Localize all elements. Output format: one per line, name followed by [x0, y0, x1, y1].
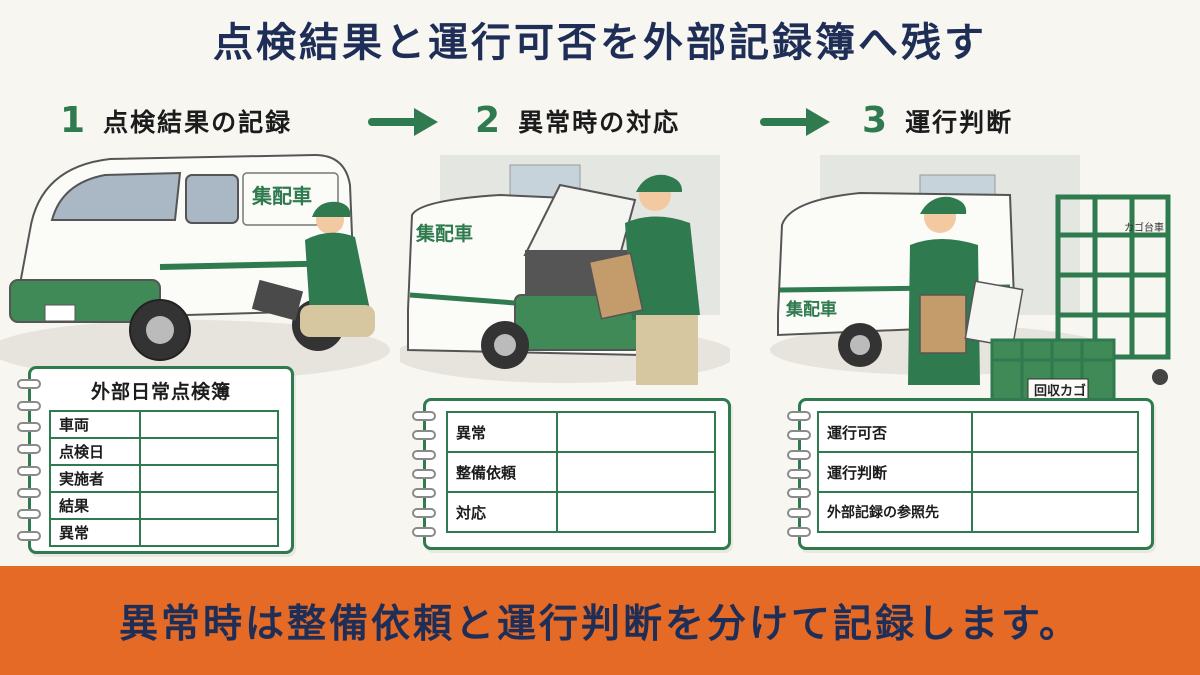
basket-label: 回収カゴ [1034, 383, 1086, 399]
step-1-header: 1 点検結果の記録 [60, 100, 292, 141]
page-title: 点検結果と運行可否を外部記録簿へ残す [213, 20, 987, 66]
scene-repair-illustration: 集配車 [400, 155, 730, 385]
row-label: 点検日 [49, 437, 141, 466]
step-2-label: 異常時の対応 [518, 107, 681, 137]
row-value-field [139, 410, 279, 439]
row-value-field [556, 411, 716, 453]
log-table: 車両 点検日 実施者 結果 異常 [49, 410, 279, 547]
anomaly-response-card: 異常 整備依頼 対応 [412, 398, 731, 550]
row-value-field [556, 491, 716, 533]
response-table: 異常 整備依頼 対応 [446, 411, 716, 533]
row-label: 外部記録の参照先 [817, 491, 973, 533]
row-label: 対応 [446, 491, 558, 533]
scene-inspection-illustration: 集配車 [0, 153, 390, 380]
daily-inspection-log-card: 外部日常点検簿 車両 点検日 実施者 結果 異常 [17, 366, 294, 554]
scene-operation-illustration: 集配車 カゴ台車 回収カゴ [770, 155, 1171, 410]
vehicle-label: 集配車 [415, 222, 473, 245]
step-2-header: 2 異常時の対応 [475, 100, 680, 141]
arrow-right-icon [760, 108, 830, 136]
row-value-field [971, 411, 1139, 453]
row-label: 運行判断 [817, 451, 973, 493]
row-value-field [139, 464, 279, 493]
notebook-spiral [412, 411, 436, 537]
row-value-field [139, 491, 279, 520]
bottom-banner: 異常時は整備依頼と運行判断を分けて記録します。 [0, 566, 1200, 675]
decision-table: 運行可否 運行判断 外部記録の参照先 [817, 411, 1139, 533]
row-value-field [139, 518, 279, 547]
arrow-right-icon [368, 108, 438, 136]
row-label: 異常 [446, 411, 558, 453]
operation-decision-card: 運行可否 運行判断 外部記録の参照先 [787, 398, 1154, 550]
step-1-number: 1 [60, 100, 86, 141]
step-3-header: 3 運行判断 [862, 100, 1013, 141]
row-label: 異常 [49, 518, 141, 547]
vehicle-label: 集配車 [251, 184, 312, 208]
row-value-field [971, 491, 1139, 533]
row-value-field [556, 451, 716, 493]
row-label: 結果 [49, 491, 141, 520]
row-label: 車両 [49, 410, 141, 439]
cage-cart-label: カゴ台車 [1124, 221, 1164, 234]
step-1-label: 点検結果の記録 [103, 107, 293, 137]
vehicle-label: 集配車 [785, 299, 837, 320]
step-3-number: 3 [862, 100, 888, 141]
card-title: 外部日常点検簿 [90, 381, 231, 403]
row-label: 運行可否 [817, 411, 973, 453]
row-value-field [139, 437, 279, 466]
step-3-label: 運行判断 [905, 107, 1014, 137]
row-label: 整備依頼 [446, 451, 558, 493]
notebook-spiral [17, 379, 41, 541]
row-value-field [971, 451, 1139, 493]
notebook-spiral [787, 411, 811, 537]
banner-text: 異常時は整備依頼と運行判断を分けて記録します。 [118, 601, 1082, 647]
step-2-number: 2 [475, 100, 501, 141]
row-label: 実施者 [49, 464, 141, 493]
